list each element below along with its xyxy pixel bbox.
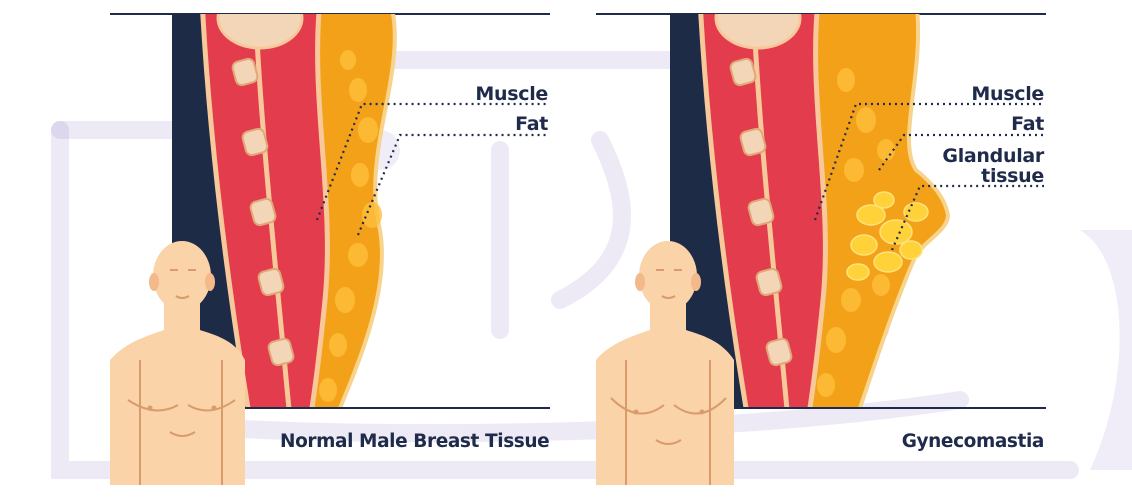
label-muscle: Muscle xyxy=(475,84,548,104)
caption-gynecomastia: Gynecomastia xyxy=(766,431,1044,452)
label-fat: Fat xyxy=(515,114,548,134)
label-glandular-line1: Glandular xyxy=(942,146,1044,166)
label-muscle: Muscle xyxy=(971,84,1044,104)
label-fat: Fat xyxy=(1011,114,1044,134)
label-glandular-line2: tissue xyxy=(981,166,1044,186)
normal-panel: Muscle Fat Normal Male Breast Tissue xyxy=(110,0,560,485)
caption-normal: Normal Male Breast Tissue xyxy=(280,431,548,452)
normal-cross-section xyxy=(110,0,560,485)
gynecomastia-panel: Muscle Fat Glandular tissue Gynecomastia xyxy=(596,0,1046,485)
gynecomastia-cross-section xyxy=(596,0,1046,485)
